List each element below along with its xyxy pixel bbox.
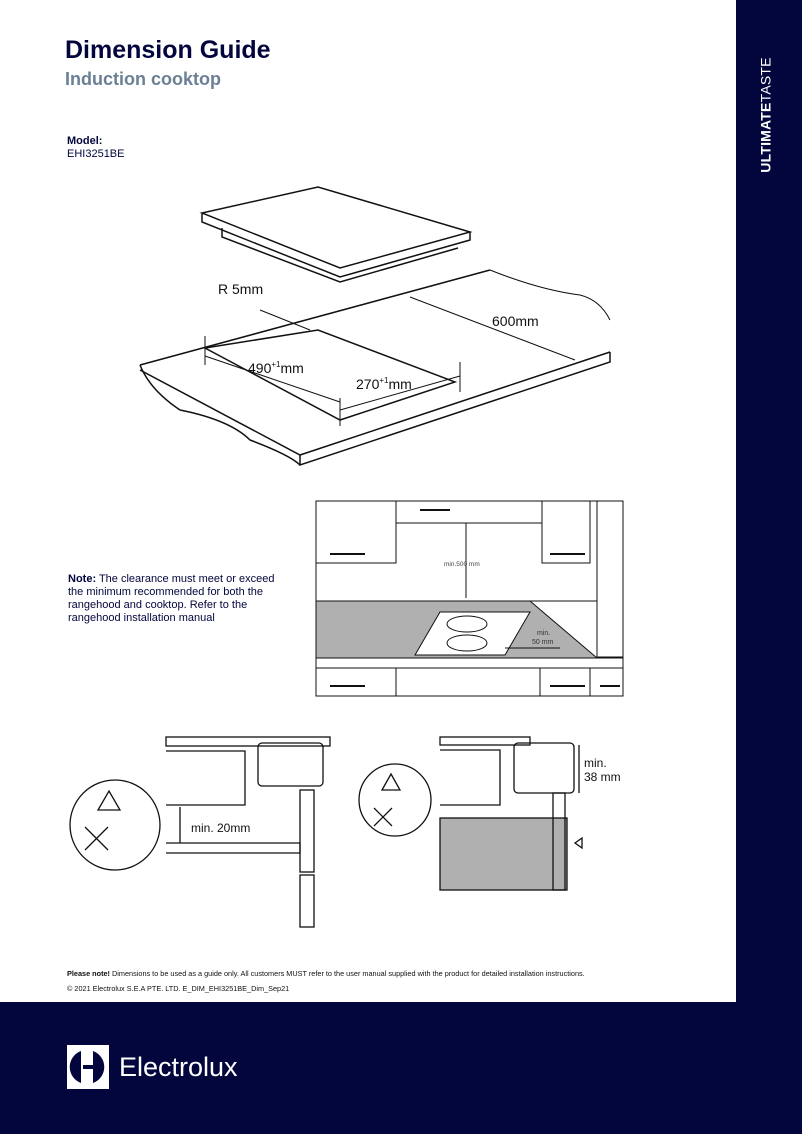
page-title: Dimension Guide (65, 36, 271, 64)
copyright: © 2021 Electrolux S.E.A PTE. LTD. E_DIM_… (67, 984, 290, 993)
disclaimer-text: Dimensions to be used as a guide only. A… (110, 969, 585, 978)
page-subtitle: Induction cooktop (65, 69, 221, 89)
hood-clearance-label: min.500 mm (444, 561, 480, 568)
disclaimer: Please note! Dimensions to be used as a … (67, 969, 585, 978)
note-text: The clearance must meet or exceed the mi… (68, 573, 275, 624)
worktop-thickness-diagram: min. 38 mm (358, 736, 621, 891)
side-clearance-label-1: min. (537, 630, 550, 637)
min-20mm-label: min. 20mm (191, 821, 250, 835)
below-cooktop-diagram: min. 20mm (69, 736, 331, 928)
side-clearance-label-2: 50 mm (532, 639, 554, 646)
diagrams: R 5mm 600mm 490+1mm 270+1mm min.500 mm m… (69, 186, 624, 928)
model-label: Model: (67, 135, 103, 147)
brand-name: Electrolux (119, 1051, 238, 1082)
min-label: min. (584, 756, 607, 770)
sidebar-band (736, 0, 802, 1002)
note-label: Note: (68, 573, 97, 585)
width-label: 490+1mm (248, 360, 304, 376)
electrolux-logo: Electrolux (67, 1045, 238, 1089)
height-label: 270+1mm (356, 376, 412, 392)
depth-label: 600mm (492, 313, 539, 329)
disclaimer-label: Please note! (67, 969, 110, 978)
footer-band (0, 1002, 802, 1134)
38mm-label: 38 mm (584, 770, 621, 784)
kitchen-clearance-diagram: min.500 mm min. 50 mm (315, 500, 624, 697)
cooktop-cutout-diagram: R 5mm 600mm 490+1mm 270+1mm (139, 186, 611, 467)
clearance-note: Note: The clearance must meet or exceed … (68, 573, 283, 625)
model-value: EHI3251BE (67, 148, 125, 160)
radius-label: R 5mm (218, 281, 263, 297)
electrolux-logo-icon (67, 1045, 109, 1089)
